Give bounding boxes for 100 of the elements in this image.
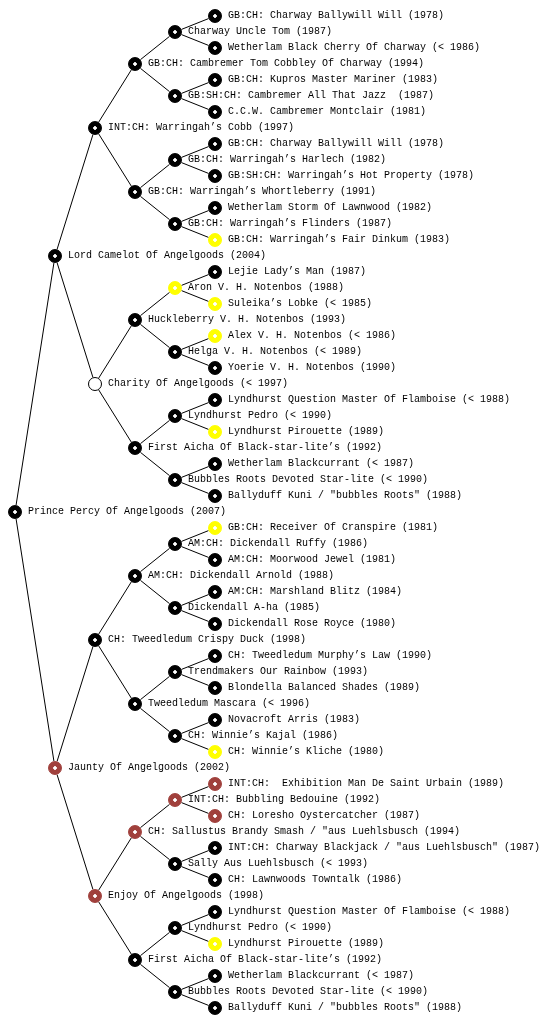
dog-name: Wetherlam Storm Of Lawnwood (1982) [228,202,433,214]
dog-name: Enjoy Of Angelgoods (1998) [108,890,265,902]
tree-branch-line [181,914,209,926]
dog-name: First Aicha Of Black-star-lite’s (1992) [148,954,383,966]
tree-branch-line [181,482,209,494]
dog-name: Wetherlam Black Cherry Of Charway (< 1986) [228,42,481,54]
dog-name: Dickendall Rose Royce (1980) [228,618,397,630]
pedigree-dot [128,57,142,71]
dog-name: C.C.W. Cambremer Montclair (1981) [228,106,427,118]
pedigree-dot [208,585,222,599]
tree-branch-line [181,610,209,622]
tree-branch-line [15,262,55,506]
tree-branch-line [139,963,171,989]
pedigree-dot [168,857,182,871]
pedigree-dot [208,521,222,535]
pedigree-dot [208,137,222,151]
pedigree-dot [168,281,182,295]
dog-name: INT:CH: Charway Blackjack / "aus Luehlsbusch" (1987) [228,842,541,854]
pedigree-dot [168,665,182,679]
tree-branch-line [181,546,209,558]
tree-branch-line [56,646,94,762]
pedigree-dot [8,505,22,519]
tree-branch-line [181,82,209,94]
tree-branch-line [98,837,132,891]
pedigree-dot [208,649,222,663]
tree-branch-line [98,69,132,123]
tree-branch-line [139,323,171,349]
dog-name: Prince Percy Of Angelgoods (2007) [28,506,227,518]
pedigree-dot [208,553,222,567]
pedigree-dot [88,121,102,135]
dog-name: Ballyduff Kuni / "bubbles Roots" (1988) [228,1002,463,1014]
tree-branch-line [181,162,209,174]
dog-name: Lord Camelot Of Angelgoods (2004) [68,250,267,262]
tree-branch-line [139,675,171,701]
pedigree-dot [168,793,182,807]
tree-branch-line [181,338,209,350]
dog-name: GB:SH:CH: Cambremer All That Jazz (1987) [188,90,435,102]
dog-name: Tweedledum Mascara (< 1996) [148,698,311,710]
dog-name: Lyndhurst Question Master Of Flamboise (< 1988) [228,394,511,406]
pedigree-dot [208,297,222,311]
dog-name: Lyndhurst Pirouette (1989) [228,938,385,950]
pedigree-dot [208,681,222,695]
pedigree-dot [208,73,222,87]
dog-name: GB:CH: Charway Ballywill Will (1978) [228,138,445,150]
pedigree-dot [208,233,222,247]
dog-name: Jaunty Of Angelgoods (2002) [68,762,231,774]
tree-branch-line [139,803,171,829]
pedigree-dot [208,329,222,343]
dog-name: Blondella Balanced Shades (1989) [228,682,421,694]
dog-name: Alex V. H. Notenbos (< 1986) [228,330,397,342]
pedigree-dot [168,153,182,167]
pedigree-dot [208,1001,222,1015]
tree-branch-line [56,134,94,250]
pedigree-dot [208,809,222,823]
dog-name: CH: Tweedledum Crispy Duck (1998) [108,634,307,646]
pedigree-dot [168,25,182,39]
tree-branch-line [139,835,171,861]
pedigree-dot [168,409,182,423]
pedigree-dot [128,953,142,967]
tree-branch-line [181,466,209,478]
dog-name: Aron V. H. Notenbos (1988) [188,282,345,294]
dog-name: GB:CH: Warringah’s Fair Dinkum (1983) [228,234,451,246]
pedigree-dot [208,745,222,759]
tree-branch-line [139,419,171,445]
tree-branch-line [181,850,209,862]
dog-name: Lyndhurst Pirouette (1989) [228,426,385,438]
pedigree-dot [208,201,222,215]
tree-branch-line [181,274,209,286]
pedigree-dot [128,697,142,711]
pedigree-dot [208,969,222,983]
pedigree-dot [208,905,222,919]
dog-name: CH: Tweedledum Murphy’s Law (1990) [228,650,433,662]
pedigree-dot [168,985,182,999]
pedigree-dot [208,265,222,279]
tree-branch-line [139,163,171,189]
tree-branch-line [139,931,171,957]
tree-branch-line [181,866,209,878]
tree-branch-line [181,722,209,734]
tree-branch-line [181,786,209,798]
pedigree-dot [168,537,182,551]
pedigree-dot [128,569,142,583]
tree-branch-line [181,226,209,238]
dog-name: CH: Sallustus Brandy Smash / "aus Luehlsbusch (1994) [148,826,461,838]
tree-branch-line [98,389,132,443]
dog-name: AM:CH: Dickendall Ruffy (1986) [188,538,369,550]
pedigree-dot [208,457,222,471]
dog-name: INT:CH: Exhibition Man De Saint Urbain (1989) [228,778,505,790]
tree-branch-line [181,34,209,46]
tree-branch-line [181,418,209,430]
dog-name: GB:CH: Warringah’s Harlech (1982) [188,154,387,166]
tree-branch-line [181,594,209,606]
dog-name: INT:CH: Warringah’s Cobb (1997) [108,122,295,134]
dog-name: AM:CH: Moorwood Jewel (1981) [228,554,397,566]
tree-branch-line [181,18,209,30]
pedigree-dot [168,345,182,359]
dog-name: Bubbles Roots Devoted Star-lite (< 1990) [188,986,429,998]
pedigree-dot [208,777,222,791]
tree-branch-line [181,930,209,942]
dog-name: Suleika’s Lobke (< 1985) [228,298,373,310]
dog-name: Charway Uncle Tom (1987) [188,26,333,38]
